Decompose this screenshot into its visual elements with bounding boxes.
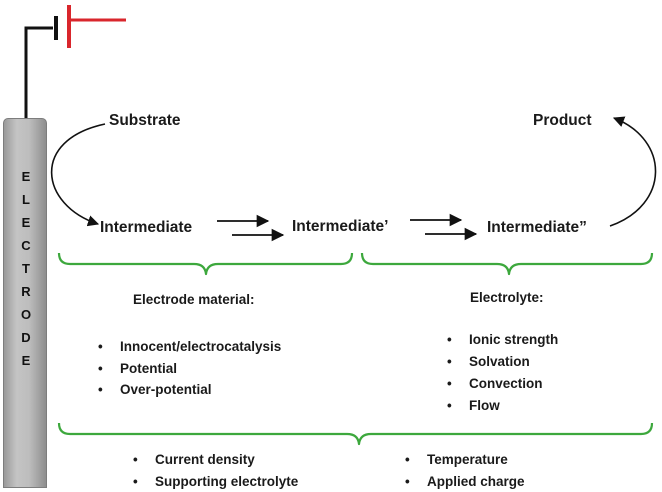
general-list-left: Current density Supporting electrolyte [133, 449, 298, 492]
electrode-letter: T [4, 261, 48, 276]
list-item: Temperature [405, 449, 525, 471]
intermediate-double-prime-label: Intermediate” [487, 219, 587, 237]
electrode-letter: L [4, 192, 48, 207]
bracket-electrolyte [362, 253, 652, 274]
list-item: Over-potential [98, 379, 281, 401]
list-item: Supporting electrolyte [133, 471, 298, 492]
electrode-material-list: Innocent/electrocatalysis Potential Over… [98, 336, 281, 401]
intermediate-label: Intermediate [100, 219, 192, 237]
electrolyte-heading: Electrolyte: [470, 290, 544, 305]
general-list-right: Temperature Applied charge [405, 449, 525, 492]
electrode: E L E C T R O D E [3, 118, 47, 488]
substrate-label: Substrate [109, 112, 181, 130]
product-label: Product [533, 112, 592, 130]
electrode-letter: C [4, 238, 48, 253]
list-item: Innocent/electrocatalysis [98, 336, 281, 358]
list-item: Solvation [447, 351, 558, 373]
list-item: Applied charge [405, 471, 525, 492]
bracket-electrode-material [59, 253, 352, 274]
electrode-letter: E [4, 169, 48, 184]
electrode-wire [26, 28, 53, 118]
electrode-letter: D [4, 330, 48, 345]
list-item: Potential [98, 358, 281, 380]
intermediate-prime-label: Intermediate’ [292, 218, 388, 236]
electrolyte-list: Ionic strength Solvation Convection Flow [447, 329, 558, 417]
electrode-letter: E [4, 215, 48, 230]
electrode-letter: R [4, 284, 48, 299]
list-item: Flow [447, 395, 558, 417]
substrate-to-intermediate-arrow [52, 124, 105, 224]
list-item: Current density [133, 449, 298, 471]
bracket-general [59, 423, 652, 444]
battery-icon [26, 5, 126, 118]
double-arrow-2 [410, 220, 476, 234]
list-item: Convection [447, 373, 558, 395]
list-item: Ionic strength [447, 329, 558, 351]
intermediate-to-product-arrow [610, 118, 656, 226]
electrode-material-heading: Electrode material: [133, 292, 255, 307]
electrode-letter: O [4, 307, 48, 322]
double-arrow-1 [217, 221, 283, 235]
electrode-letter: E [4, 353, 48, 368]
